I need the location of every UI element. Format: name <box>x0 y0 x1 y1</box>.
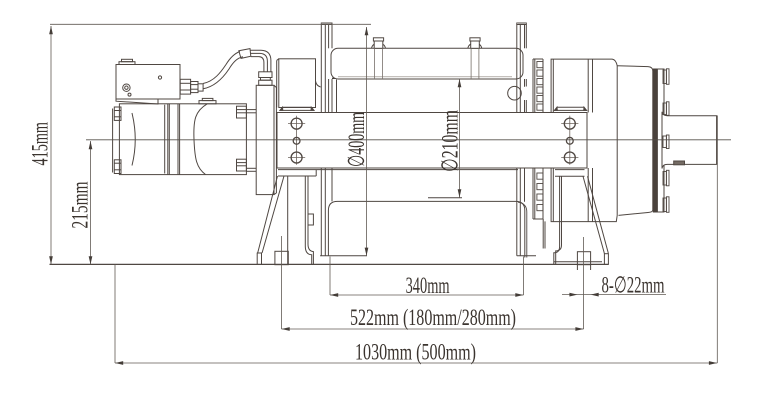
svg-text:∅210mm: ∅210mm <box>438 110 463 172</box>
svg-text:8-∅22mm: 8-∅22mm <box>602 273 665 298</box>
svg-text:415mm: 415mm <box>28 122 53 166</box>
svg-text:340mm: 340mm <box>406 273 450 298</box>
svg-text:215mm: 215mm <box>68 181 93 228</box>
svg-text:∅400mm: ∅400mm <box>344 112 369 167</box>
svg-text:1030mm (500mm): 1030mm (500mm) <box>355 340 476 365</box>
svg-text:522mm (180mm/280mm): 522mm (180mm/280mm) <box>350 305 516 330</box>
